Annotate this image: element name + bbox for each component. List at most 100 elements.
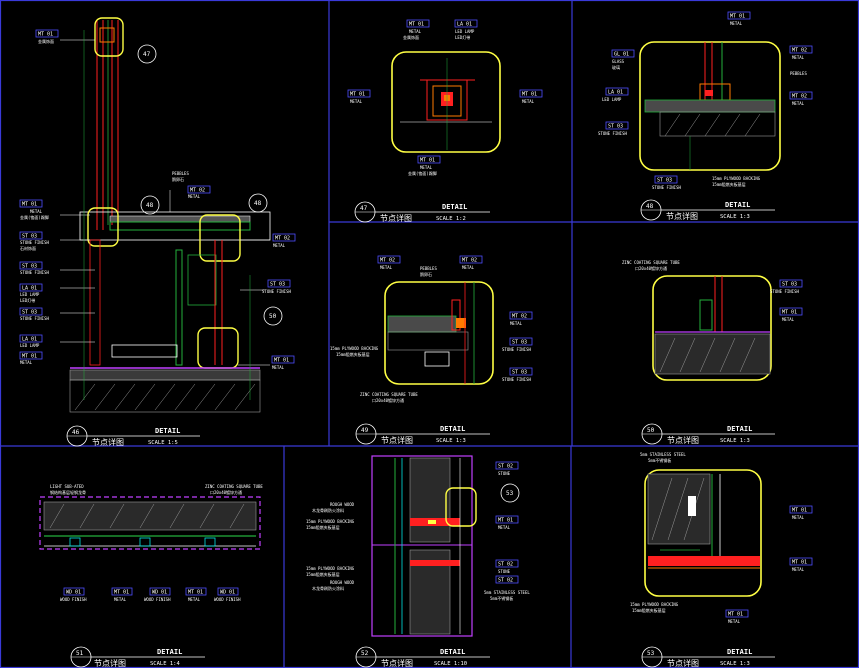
detail-52-drawing bbox=[371, 455, 477, 637]
title-46-number: 46 bbox=[72, 429, 80, 436]
detail-51-drawing bbox=[39, 496, 261, 550]
title-48-scale: SCALE 1:3 bbox=[720, 214, 750, 220]
p48-tag-la01: LA 01 bbox=[608, 90, 623, 96]
p50-tag-st03: ST 03 bbox=[782, 282, 797, 288]
tag-st03: ST 03 bbox=[22, 234, 37, 240]
p52-note-plywood-cn: 15mm阻燃夹板基层 bbox=[306, 524, 340, 530]
title-block-50: 50 DETAIL 节点详图 SCALE 1:3 bbox=[641, 423, 775, 445]
p51-note-light: LIGHT SUB-ATED bbox=[50, 484, 84, 489]
title-52-cn: 节点详图 bbox=[381, 658, 413, 668]
p49-note-plywood: 15mm PLYWOOD BACKING bbox=[330, 346, 379, 351]
title-block-46: 46 DETAIL 节点详图 SCALE 1:5 bbox=[66, 425, 200, 447]
p51-note-zinc-cn: 口20x40镀锌方通 bbox=[210, 489, 242, 495]
detail-49-tags: MT 02 METAL PEBBLES 鹅卵石 MT 02 METAL MT 0… bbox=[330, 255, 533, 403]
p52-note-rough-cn: 木龙骨刷防火涂料 bbox=[312, 507, 344, 513]
detail-53-drawing bbox=[644, 469, 762, 597]
note-stone-c: STONE FINISH bbox=[20, 316, 49, 321]
title-46-cn: 节点详图 bbox=[92, 437, 124, 447]
p53-tag-mt01-b: MT 01 bbox=[792, 560, 807, 566]
p49-note-zinc: ZINC COATING SQUARE TUBE bbox=[360, 392, 418, 397]
p49-note-metal: METAL bbox=[380, 265, 393, 270]
tag-st03-c: ST 03 bbox=[22, 310, 37, 316]
title-47-scale: SCALE 1:2 bbox=[436, 216, 466, 222]
p48-note-pebbles: PEBBLES bbox=[790, 71, 807, 76]
note-stone-b: STONE FINISH bbox=[20, 270, 49, 275]
tag-mt02: MT 02 bbox=[190, 188, 205, 194]
p48-note-glass: GLASS bbox=[612, 59, 625, 64]
p48-note-glass-cn: 玻璃 bbox=[612, 64, 620, 70]
p53-note-stainless: 5mm STAINLESS STEEL bbox=[640, 452, 686, 457]
p52-note-stainless-cn: 5mm不锈钢板 bbox=[490, 595, 513, 601]
p53-note-plywood: 15mm PLYWOOD BACKING bbox=[630, 602, 679, 607]
p47-note-metal: METAL bbox=[409, 29, 422, 34]
title-51-scale: SCALE 1:4 bbox=[150, 661, 180, 667]
note-metal-b: METAL bbox=[20, 360, 33, 365]
p51-note-wood-c: WOOD FINISH bbox=[214, 597, 241, 602]
note-pebbles: PEBBLES bbox=[172, 171, 189, 176]
title-52-number: 52 bbox=[361, 650, 369, 657]
p48-note-metal: METAL bbox=[730, 21, 743, 26]
title-53-cn: 节点详图 bbox=[667, 658, 699, 668]
detail-47-drawing bbox=[391, 51, 501, 153]
p53-note-plywood-cn: 15mm阻燃夹板基层 bbox=[632, 607, 666, 613]
title-51-detail: DETAIL bbox=[157, 648, 182, 656]
p48-note-stone-b: STONE FINISH bbox=[652, 185, 681, 190]
title-48-cn: 节点详图 bbox=[666, 211, 698, 221]
p49-tag-mt02-b: MT 02 bbox=[462, 258, 477, 264]
p48-note-led: LED LAMP bbox=[602, 97, 622, 102]
detail-47-tags: MT 01 METAL 金属饰面 LA 01 LED LAMP LED灯带 MT… bbox=[347, 19, 543, 176]
p50-note-metal: METAL bbox=[782, 317, 795, 322]
p47-tag-mt01: MT 01 bbox=[409, 22, 424, 28]
p49-tag-st03-b: ST 03 bbox=[512, 370, 527, 376]
detail-53-tags: 5mm STAINLESS STEEL 5mm不锈钢板 MT 01 METAL … bbox=[630, 452, 813, 624]
title-49-scale: SCALE 1:3 bbox=[436, 438, 466, 444]
p52-note-rough: ROUGH WOOD bbox=[330, 502, 355, 507]
p53-tag-mt01-c: MT 01 bbox=[728, 612, 743, 618]
tag-st03-b: ST 03 bbox=[22, 264, 37, 270]
p47-tag-la01: LA 01 bbox=[457, 22, 472, 28]
detail-46-tags: MT 01 金属饰面 47 MT 01 METAL 金属(铬面)踢脚 ST 03… bbox=[19, 29, 296, 370]
title-block-51: 51 DETAIL 节点详图 SCALE 1:4 bbox=[70, 646, 205, 668]
tag-st03-d: ST 03 bbox=[270, 282, 285, 288]
p47-note-metal-c: METAL bbox=[522, 99, 535, 104]
p52-note-metal: METAL bbox=[498, 525, 511, 530]
p47-note-led: LED LAMP bbox=[455, 29, 475, 34]
p53-note-metal-c: METAL bbox=[728, 619, 741, 624]
p52-note-stainless: 5mm STAINLESS STEEL bbox=[484, 590, 530, 595]
title-block-53: 53 DETAIL 节点详图 SCALE 1:3 bbox=[641, 646, 775, 668]
tag-mt01-d: MT 01 bbox=[274, 358, 289, 364]
title-46-detail: DETAIL bbox=[155, 427, 180, 435]
p51-note-zinc: ZINC COATING SQUARE TUBE bbox=[205, 484, 263, 489]
note-pebbles-cn: 鹅卵石 bbox=[172, 176, 184, 182]
title-53-scale: SCALE 1:3 bbox=[720, 661, 750, 667]
note-stone-cn: 石材饰面 bbox=[20, 245, 36, 251]
tag-mt01-b: MT 01 bbox=[22, 202, 37, 208]
p49-note-stone-b: STONE FINISH bbox=[502, 377, 531, 382]
p50-tag-mt01: MT 01 bbox=[782, 310, 797, 316]
p51-tag-mt01-b: MT 01 bbox=[188, 590, 203, 596]
note-led: LED LAMP bbox=[20, 292, 40, 297]
p49-note-zinc-cn: 口20x40镀锌方通 bbox=[372, 397, 404, 403]
p48-tag-st03: ST 03 bbox=[608, 124, 623, 130]
p49-note-metal-c: METAL bbox=[510, 321, 523, 326]
note-metal-d: METAL bbox=[273, 243, 286, 248]
p53-tag-mt01: MT 01 bbox=[792, 508, 807, 514]
p48-tag-mt02: MT 02 bbox=[792, 48, 807, 54]
detail-52-tags: ST 02 STONE 53 MT 01 METAL ROUGH WOOD 木龙… bbox=[306, 461, 530, 601]
p50-note-stone: STONE FINISH bbox=[770, 289, 799, 294]
title-48-detail: DETAIL bbox=[725, 201, 750, 209]
p52-note-rough-cn-b: 木龙骨刷防火涂料 bbox=[312, 585, 344, 591]
p47-note-metal-cn-b: 金属(铬面)踢脚 bbox=[408, 170, 437, 176]
note-led-cn: LED灯带 bbox=[20, 297, 35, 303]
p49-note-metal-b: METAL bbox=[462, 265, 475, 270]
p49-note-plywood-cn: 15mm阻燃夹板基层 bbox=[336, 351, 370, 357]
tag-mt01-c: MT 01 bbox=[22, 354, 37, 360]
p48-tag-mt02-b: MT 02 bbox=[792, 94, 807, 100]
title-block-49: 49 DETAIL 节点详图 SCALE 1:3 bbox=[355, 423, 490, 445]
p48-note-metal-c: METAL bbox=[792, 101, 805, 106]
p51-tag-wd01-c: WD 01 bbox=[220, 590, 235, 596]
p50-note-zinc-cn: 口20x40镀锌方通 bbox=[635, 265, 667, 271]
ref-53: 53 bbox=[506, 490, 514, 497]
p49-tag-st03: ST 03 bbox=[512, 340, 527, 346]
